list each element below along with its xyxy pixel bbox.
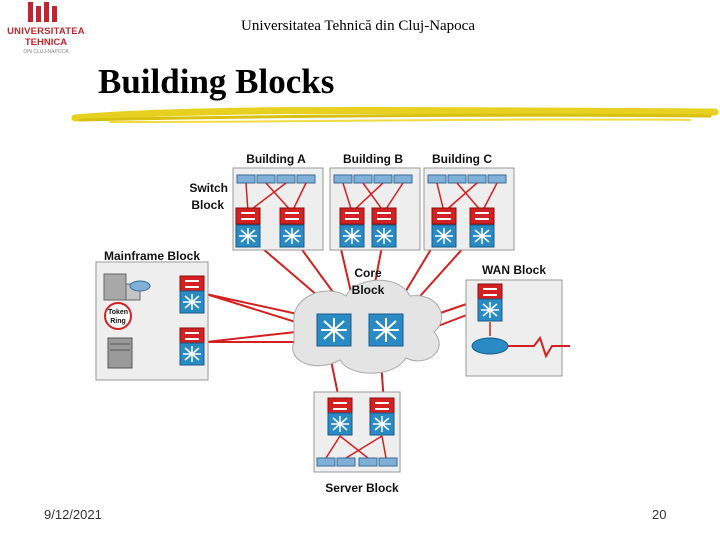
building-b-block: Building B (329, 152, 421, 251)
university-logo: UNIVERSITATEA TEHNICA DIN CLUJ-NAPOCA (4, 2, 88, 62)
building-c-block: Building C (423, 152, 515, 251)
switch-block-label: Switch Block (189, 181, 228, 212)
mainframe-block: Mainframe Block Token Ring (95, 249, 209, 381)
wan-block-label: WAN Block (482, 263, 546, 277)
building-b-label: Building B (343, 152, 403, 166)
core-block-label-1: Core (354, 266, 382, 280)
page-number: 20 (652, 507, 667, 522)
core-block: Core Block (292, 266, 443, 374)
token-ring-label-2: Ring (110, 318, 126, 325)
logo-line-2: TEHNICA (24, 37, 68, 48)
wan-block: WAN Block (465, 263, 570, 377)
mainframe-block-label: Mainframe Block (104, 249, 200, 263)
logo-line-1: UNIVERSITATEA (7, 26, 85, 37)
token-ring-label-1: Token (108, 309, 128, 316)
building-a-block: Building A (232, 152, 324, 251)
logo-line-3: DIN CLUJ-NAPOCA (23, 49, 69, 55)
building-blocks-diagram: Building A Building B Building C Switch … (95, 152, 570, 495)
svg-text:Switch: Switch (189, 181, 228, 195)
server-block: Server Block (313, 391, 401, 495)
slide-title: Building Blocks (98, 62, 335, 101)
university-logo-icon (28, 2, 57, 22)
building-a-label: Building A (246, 152, 306, 166)
server-block-label: Server Block (325, 481, 399, 495)
building-c-label: Building C (432, 152, 492, 166)
slide-date: 9/12/2021 (44, 507, 102, 522)
core-block-label-2: Block (352, 283, 385, 297)
title-underline (71, 106, 719, 123)
slide-header: Universitatea Tehnică din Cluj-Napoca (240, 18, 475, 34)
svg-text:Block: Block (191, 198, 224, 212)
